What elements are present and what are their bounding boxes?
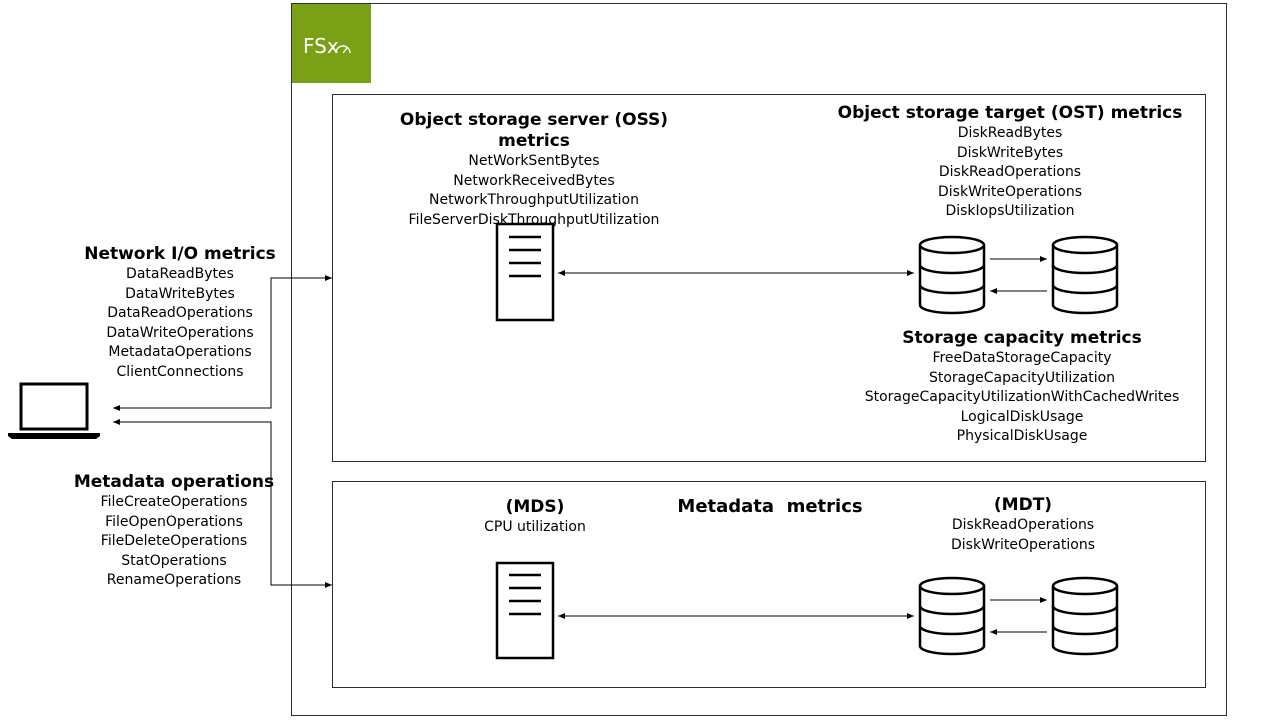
client-oss-connector xyxy=(113,275,332,411)
ost-metrics: Object storage target (OST) metrics Disk… xyxy=(835,103,1185,222)
storage-capacity-metrics: Storage capacity metrics FreeDataStorage… xyxy=(842,328,1202,447)
capacity-metric-item: PhysicalDiskUsage xyxy=(956,428,1088,444)
capacity-metric-item: StorageCapacityUtilizationWithCachedWrit… xyxy=(864,389,1180,405)
metadata-metrics-label: Metadata metrics xyxy=(660,496,880,517)
mds-label: (MDS) CPU utilization xyxy=(455,497,615,538)
oss-metric-item: NetworkReceivedBytes xyxy=(453,172,615,189)
capacity-metric-item: StorageCapacityUtilization xyxy=(928,369,1116,386)
fsx-logo-text: FSx xyxy=(303,34,339,58)
capacity-metric-item: FreeDataStorageCapacity xyxy=(932,350,1112,366)
oss-metric-item: NetworkThroughputUtilization xyxy=(429,192,639,208)
ost-metric-item: DiskWriteOperations xyxy=(938,183,1082,200)
oss-metric-item: NetWorkSentBytes xyxy=(468,153,600,169)
fsx-logo: FSx xyxy=(292,4,371,83)
mdt-title: (MDT) xyxy=(993,495,1053,515)
capacity-metric-item: LogicalDiskUsage xyxy=(960,408,1084,425)
mdt-metric-item: DiskWriteOperations xyxy=(951,536,1095,553)
oss-metric-item: FileServerDiskThroughputUtilization xyxy=(408,211,660,228)
ost-metrics-title: Object storage target (OST) metrics xyxy=(837,103,1183,123)
ost-metric-item: DiskWriteBytes xyxy=(956,144,1064,161)
database-icon xyxy=(1051,576,1119,656)
server-icon xyxy=(495,222,555,322)
oss-metrics-title: Object storage server (OSS) metrics xyxy=(399,110,669,151)
oss-metrics: Object storage server (OSS) metrics NetW… xyxy=(364,110,704,230)
fsx-gauge-icon xyxy=(335,45,351,54)
server-icon xyxy=(495,561,555,660)
mds-metric-item: CPU utilization xyxy=(484,519,586,535)
mds-title: (MDS) xyxy=(505,497,565,517)
metadata-metrics-title: Metadata metrics xyxy=(677,496,863,517)
oss-panel xyxy=(332,94,1206,462)
client-metadata-connector xyxy=(113,419,332,588)
database-icon xyxy=(918,235,986,315)
database-icon xyxy=(918,576,986,656)
ost-metric-item: DiskReadOperations xyxy=(938,164,1082,180)
mdt-metric-item: DiskReadOperations xyxy=(951,517,1095,533)
mdt-label: (MDT) DiskReadOperations DiskWriteOperat… xyxy=(923,495,1123,555)
ost-metric-item: DiskIopsUtilization xyxy=(945,203,1075,219)
ost-metric-item: DiskReadBytes xyxy=(957,125,1063,141)
database-icon xyxy=(1051,235,1119,315)
laptop-icon xyxy=(8,382,100,439)
storage-capacity-title: Storage capacity metrics xyxy=(902,328,1142,348)
network-io-title: Network I/O metrics xyxy=(84,244,276,264)
metadata-panel xyxy=(332,481,1206,688)
